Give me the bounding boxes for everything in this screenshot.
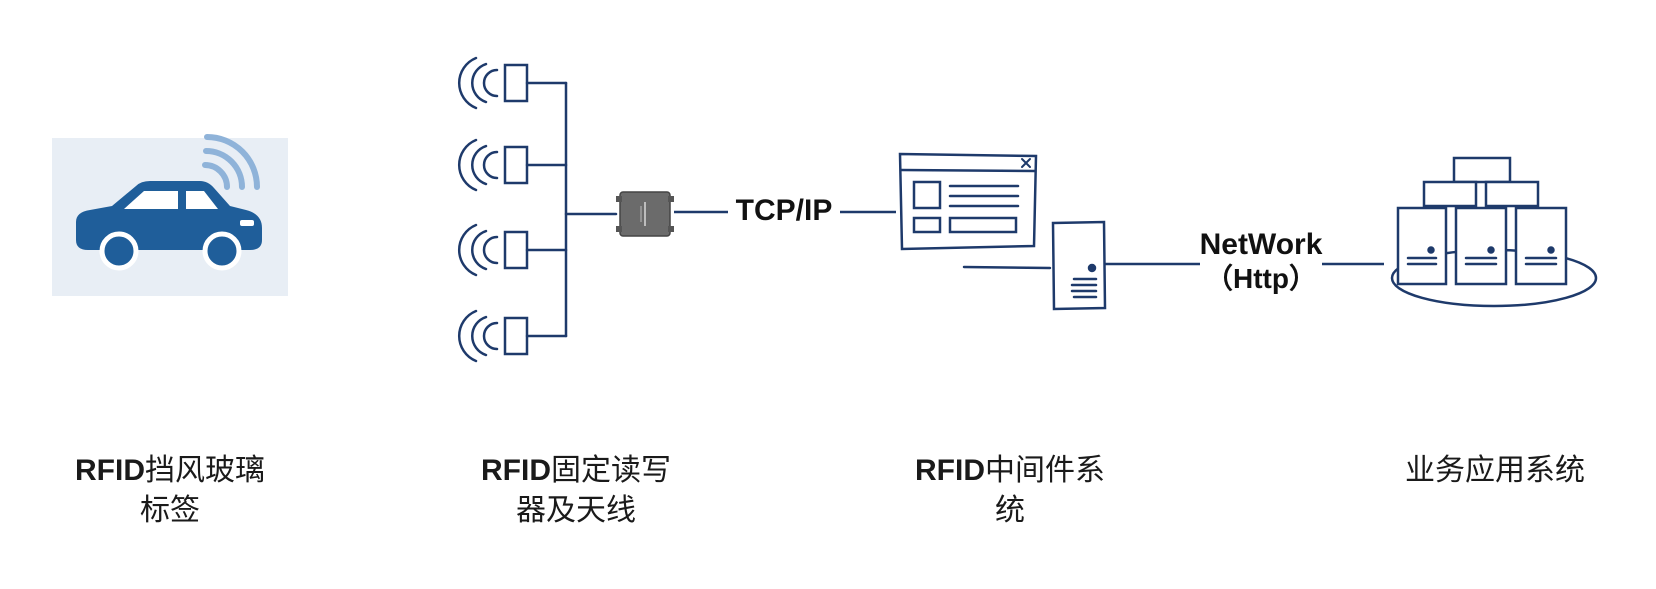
middleware-title-prefix: RFID [915, 454, 985, 487]
antenna-icon [458, 223, 568, 277]
business-title-main: 业务应用系统 [1405, 453, 1585, 488]
tag-title-main: 挡风玻璃 [145, 453, 265, 488]
network-label-line1: NetWork [1199, 228, 1323, 261]
car-icon [76, 134, 262, 271]
reader-node [458, 56, 618, 363]
business-title: 业务应用系统 [1370, 451, 1620, 491]
middleware-title: RFID中间件系 统 [890, 451, 1130, 531]
reader-title-prefix: RFID [481, 454, 551, 487]
tag-node [52, 134, 288, 296]
network-label-line2: （Http） [1205, 263, 1317, 294]
antenna-icon [458, 138, 568, 192]
tag-title-prefix: RFID [75, 454, 145, 487]
reader-title-main: 固定读写 [551, 453, 671, 488]
antenna-icon [458, 309, 568, 363]
middleware-node [898, 152, 1107, 311]
antenna-icon [458, 56, 568, 110]
server-icon [1051, 220, 1107, 311]
tcp-label: TCP/IP [735, 194, 833, 227]
tag-title: RFID挡风玻璃 标签 [40, 451, 300, 531]
middleware-window-icon [898, 152, 1038, 251]
middleware-title-main: 中间件系 [985, 453, 1105, 488]
server-icon [1454, 206, 1508, 286]
reader-icon [616, 191, 674, 237]
middleware-title-line2: 统 [995, 493, 1025, 528]
reader-title: RFID固定读写 器及天线 [446, 451, 706, 531]
server-cluster-icon [1390, 156, 1598, 308]
reader-title-line2: 器及天线 [516, 493, 636, 528]
server-icon [1514, 206, 1568, 286]
window-to-server [962, 265, 1052, 270]
server-icon [1396, 206, 1448, 286]
network-label: NetWork （Http） [1196, 228, 1326, 296]
tag-title-line2: 标签 [140, 493, 200, 528]
